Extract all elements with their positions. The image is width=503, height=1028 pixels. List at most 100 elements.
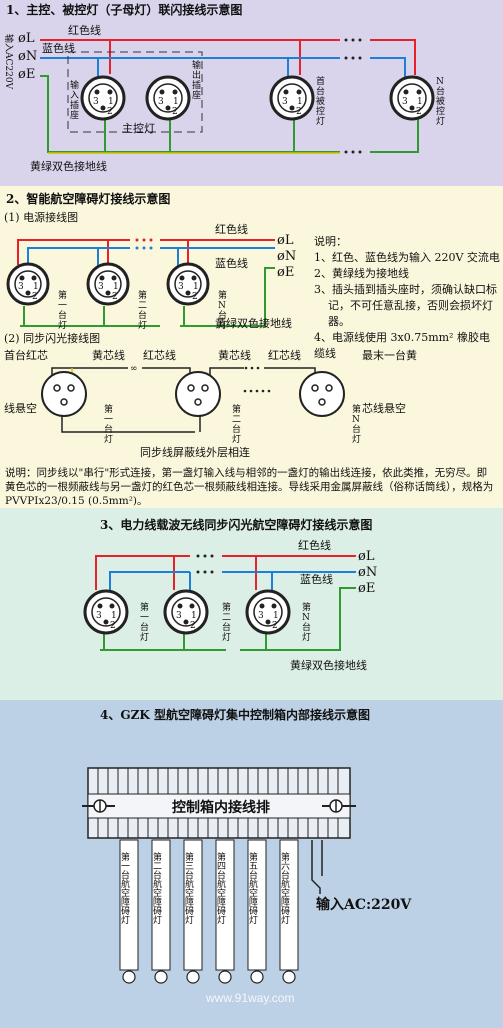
svg-text:第: 第 — [140, 601, 149, 613]
ground-wire-label: 黄绿双色接地线 — [215, 316, 292, 330]
note-1: 1、红色、蓝色线为输入 220V 交流电 — [314, 251, 500, 264]
input-cable — [311, 840, 321, 894]
input-label: 输入AC:220V — [316, 896, 412, 913]
svg-text:3: 3 — [178, 282, 184, 292]
svg-text:控: 控 — [436, 105, 445, 117]
yellow-core-label-1: 黄芯线 — [92, 348, 125, 362]
svg-text:座: 座 — [70, 109, 79, 121]
svg-text:二: 二 — [222, 613, 231, 623]
svg-text:N: N — [218, 301, 226, 311]
blue-wire-label: 蓝色线 — [42, 41, 75, 55]
E-terminal: øE — [277, 265, 294, 280]
L-terminal: øL — [358, 549, 375, 564]
diagram-control-box: 4、GZK 型航空障碍灯集中控制箱内部接线示意图 控制箱内接线排 — [82, 707, 412, 1005]
svg-text:3: 3 — [258, 611, 264, 621]
red-core-label-1: 红芯线 — [143, 348, 176, 362]
note-4: 4、电源线使用 3x0.75mm² 橡胶电缆线 — [314, 331, 490, 360]
svg-text:插: 插 — [70, 99, 79, 111]
svg-text:台: 台 — [104, 423, 113, 435]
lamp-3-label: 第三台航空障碍灯 — [183, 851, 194, 925]
blue-wire — [27, 247, 275, 268]
diagram-master-slave: 1、主控、被控灯（子母灯）联闪接线示意图 输入AC220V øL øN øE 红… — [3, 2, 445, 173]
svg-text:2: 2 — [32, 292, 38, 302]
svg-text:灯: 灯 — [352, 434, 361, 445]
svg-text:第: 第 — [232, 403, 241, 415]
note-2: 2、黄绿线为接地线 — [314, 267, 409, 280]
last-lamp-label-2: 芯线悬空 — [362, 401, 406, 415]
section-powerline: 3、电力线载波无线同步闪光航空障碍灯接线示意图 红色线 蓝色线 øL øN øE… — [0, 508, 503, 700]
svg-text:插: 插 — [192, 79, 201, 91]
svg-text:2: 2 — [416, 107, 422, 117]
svg-text:台: 台 — [58, 309, 67, 321]
ground-wire — [100, 587, 356, 651]
svg-text:2: 2 — [110, 621, 116, 631]
mount-screw-right-icon — [322, 799, 356, 813]
sync-plug-n — [299, 371, 345, 417]
svg-text:灯: 灯 — [302, 632, 311, 643]
svg-text:台: 台 — [218, 309, 227, 321]
svg-text:2: 2 — [172, 107, 178, 117]
power-notes: 说明： 1、红色、蓝色线为输入 220V 交流电 2、黄绿线为接地线 3、插头插… — [314, 234, 500, 362]
svg-text:2: 2 — [190, 621, 196, 631]
power-subtitle: (1) 电源接线图 — [4, 210, 78, 224]
svg-text:2: 2 — [107, 107, 113, 117]
svg-text:2: 2 — [112, 292, 118, 302]
svg-text:二: 二 — [232, 415, 241, 425]
E-terminal: øE — [358, 581, 375, 596]
svg-text:灯: 灯 — [140, 632, 149, 643]
svg-text:3: 3 — [96, 611, 102, 621]
lamp-5-label: 第五台航空障碍灯 — [247, 851, 258, 925]
svg-text:台: 台 — [316, 85, 325, 97]
svg-text:3: 3 — [98, 282, 104, 292]
red-wire — [17, 239, 275, 265]
svg-text:被: 被 — [316, 95, 325, 107]
sync-subtitle: (2) 同步闪光接线图 — [4, 331, 100, 345]
svg-text:一: 一 — [58, 301, 67, 311]
sync-dots — [243, 366, 271, 393]
svg-text:台: 台 — [232, 423, 241, 435]
svg-text:被: 被 — [436, 95, 445, 107]
svg-text:第: 第 — [352, 403, 361, 415]
svg-text:二: 二 — [138, 301, 147, 311]
red-core-label-2: 红芯线 — [268, 348, 301, 362]
svg-text:3: 3 — [282, 97, 288, 107]
svg-text:1: 1 — [193, 282, 199, 292]
red-wire — [40, 39, 416, 75]
L-terminal: øL — [277, 233, 294, 248]
svg-text:首: 首 — [316, 75, 325, 87]
lamp-labels: 第一台航空障碍灯 第二台航空障碍灯 第三台航空障碍灯 第四台航空障碍灯 第五台航… — [119, 851, 290, 925]
ground-wire-label: 黄绿双色接地线 — [290, 658, 367, 672]
blue-wire — [109, 571, 356, 592]
svg-text:一: 一 — [104, 415, 113, 425]
lamp-6-label: 第六台航空障碍灯 — [279, 851, 290, 925]
note-3b: 记，不可任意乱接，否则会损坏灯 — [328, 299, 493, 312]
lamp-1-label: 第一台航空障碍灯 — [119, 851, 130, 925]
svg-text:灯: 灯 — [104, 434, 113, 445]
ground-wire — [20, 267, 275, 327]
main-lamp-label: 主控灯 — [122, 121, 155, 135]
svg-text:3: 3 — [402, 97, 408, 107]
mount-screw-left-icon — [82, 799, 115, 813]
svg-text:3: 3 — [93, 97, 99, 107]
svg-text:第: 第 — [104, 403, 113, 415]
svg-text:1: 1 — [191, 611, 197, 621]
last-lamp-label: 最末一台黄 — [362, 348, 417, 362]
svg-text:N: N — [436, 77, 444, 87]
blue-wire-label: 蓝色线 — [215, 256, 248, 270]
wire-dots — [344, 38, 362, 154]
lamp-2-label: 第二台航空障碍灯 — [151, 851, 162, 925]
svg-text:灯: 灯 — [138, 320, 147, 331]
E-terminal: øE — [18, 67, 35, 82]
